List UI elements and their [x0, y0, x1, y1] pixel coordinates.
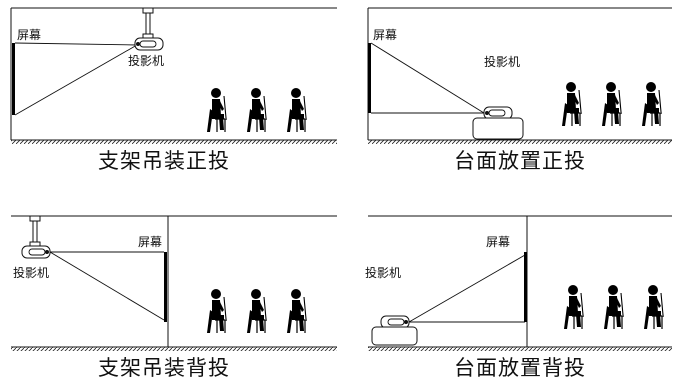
floor-hatch [368, 140, 672, 144]
projector-label: 投影机 [13, 266, 50, 280]
panel-table-rear [368, 215, 672, 351]
projector-label: 投影机 [365, 266, 402, 280]
seated-person-icon [603, 284, 625, 330]
screen [524, 252, 527, 322]
seated-person-icon [643, 284, 665, 330]
floor-hatch [11, 347, 337, 351]
screen [12, 43, 15, 115]
screen-label: 屏幕 [486, 235, 511, 249]
seated-person-icon [246, 87, 268, 133]
ceiling-mount-icon [29, 215, 41, 247]
seated-person-icon [286, 288, 308, 334]
screen-label: 屏幕 [373, 28, 398, 42]
screen [368, 43, 371, 113]
panel-ceiling-front [10, 7, 337, 144]
seated-person-icon [561, 81, 583, 127]
audience [563, 284, 665, 330]
projector-label: 投影机 [128, 54, 165, 68]
audience [206, 288, 308, 334]
panel-ceiling-rear [11, 215, 337, 351]
caption-ceiling-rear: 支架吊装背投 [98, 356, 230, 380]
audience [206, 87, 308, 133]
projector-icon [21, 245, 51, 259]
seated-person-icon [641, 81, 663, 127]
caption-table-front: 台面放置正投 [454, 149, 586, 173]
seated-person-icon [286, 87, 308, 133]
projector-icon [380, 315, 410, 329]
projector-icon [483, 106, 513, 120]
seated-person-icon [206, 87, 228, 133]
table-icon [371, 326, 418, 346]
panel-table-front [367, 7, 672, 144]
screen-label: 屏幕 [138, 235, 163, 249]
projector-label: 投影机 [484, 55, 521, 69]
projector-icon [134, 37, 164, 51]
seated-person-icon [206, 288, 228, 334]
floor-hatch [11, 140, 337, 144]
audience [561, 81, 663, 127]
seated-person-icon [601, 81, 623, 127]
caption-ceiling-front: 支架吊装正投 [98, 149, 230, 173]
caption-table-rear: 台面放置背投 [454, 356, 586, 380]
screen [164, 252, 167, 322]
table-icon [472, 117, 524, 140]
ceiling-mount-icon [142, 7, 154, 39]
seated-person-icon [563, 284, 585, 330]
screen-label: 屏幕 [17, 28, 42, 42]
floor-hatch [368, 347, 672, 351]
seated-person-icon [246, 288, 268, 334]
